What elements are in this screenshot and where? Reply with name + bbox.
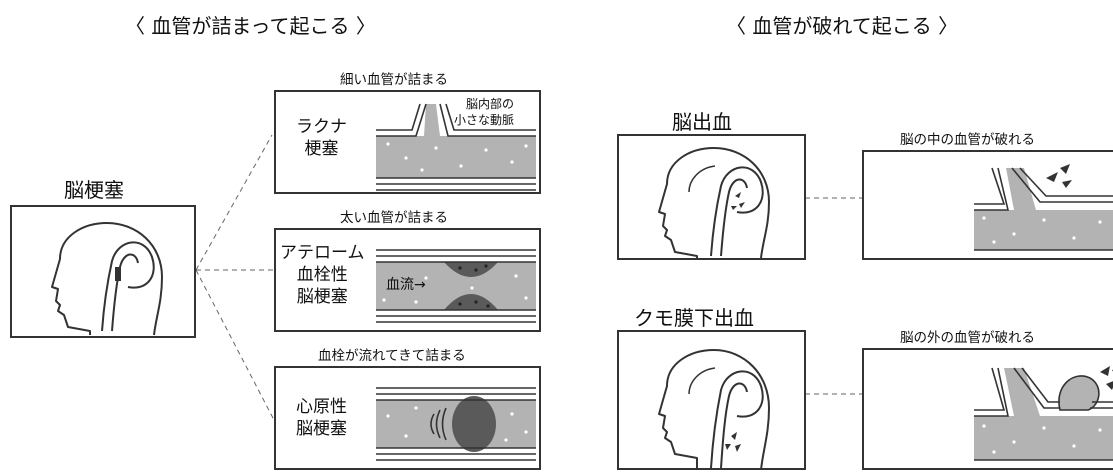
embolus-clot — [452, 396, 496, 452]
connector-to-lacunar — [195, 134, 273, 271]
lacunar-label: ラクナ 梗塞 — [296, 117, 347, 159]
cerebral-infarction-label: 脳梗塞 — [64, 178, 124, 202]
cerebral-infarction-head-panel — [10, 205, 196, 338]
head-profile-icon — [51, 222, 163, 336]
subarachnoid-hemorrhage-caption: 脳の外の血管が破れる — [900, 330, 1035, 346]
head-profile-hemorrhage-icon — [658, 147, 770, 260]
right-section-heading: 〈 血管が破れて起こる 〉 — [726, 14, 959, 38]
head-profile-sah-icon — [658, 349, 770, 471]
cardioembolic-panel: 心原性 脳梗塞 — [274, 366, 541, 470]
subarachnoid-hemorrhage-label: クモ膜下出血 — [634, 306, 754, 330]
aneurysm-bulge — [1058, 375, 1100, 411]
atherothrombotic-label: アテローム 血栓性 脳梗塞 — [280, 243, 365, 307]
intracerebral-hemorrhage-caption: 脳の中の血管が破れる — [900, 132, 1035, 148]
atherothrombotic-caption: 太い血管が詰まる — [340, 210, 448, 226]
lacunar-vessel-illustration — [376, 103, 536, 191]
subarachnoid-hemorrhage-vessel-panel — [862, 348, 1113, 470]
rupture-spray — [1046, 164, 1072, 188]
subarachnoid-hemorrhage-head-panel — [617, 330, 806, 471]
blood-flow-annotation: 血流→ — [386, 277, 426, 293]
intracerebral-hemorrhage-head-panel — [617, 134, 806, 260]
lacunar-caption: 細い血管が詰まる — [340, 72, 448, 88]
ruptured-vessel-outer-illustration — [974, 366, 1113, 461]
lacunar-panel: ラクナ 梗塞 脳内部の 小さな動脈 — [274, 90, 541, 194]
small-artery-annotation: 脳内部の 小さな動脈 — [454, 97, 515, 127]
cardioembolic-label: 心原性 脳梗塞 — [296, 397, 347, 439]
intracerebral-hemorrhage-label: 脳出血 — [672, 110, 732, 134]
blockage-marker — [115, 267, 121, 281]
bleed-splash — [731, 192, 745, 210]
rupture-spray-outer — [1100, 366, 1113, 390]
atherothrombotic-vessel-illustration — [376, 249, 536, 323]
intracerebral-hemorrhage-vessel-panel — [862, 150, 1113, 260]
left-section-heading: 〈 血管が詰まって起こる 〉 — [125, 14, 376, 38]
cardioembolic-vessel-illustration — [376, 387, 536, 461]
ruptured-vessel-inner-illustration — [974, 164, 1113, 251]
connector-to-cardioembolic — [195, 269, 275, 421]
cardioembolic-caption: 血栓が流れてきて詰まる — [318, 348, 466, 364]
bleed-splash-outer — [725, 432, 741, 452]
atherothrombotic-panel: アテローム 血栓性 脳梗塞 血流→ — [274, 228, 541, 332]
